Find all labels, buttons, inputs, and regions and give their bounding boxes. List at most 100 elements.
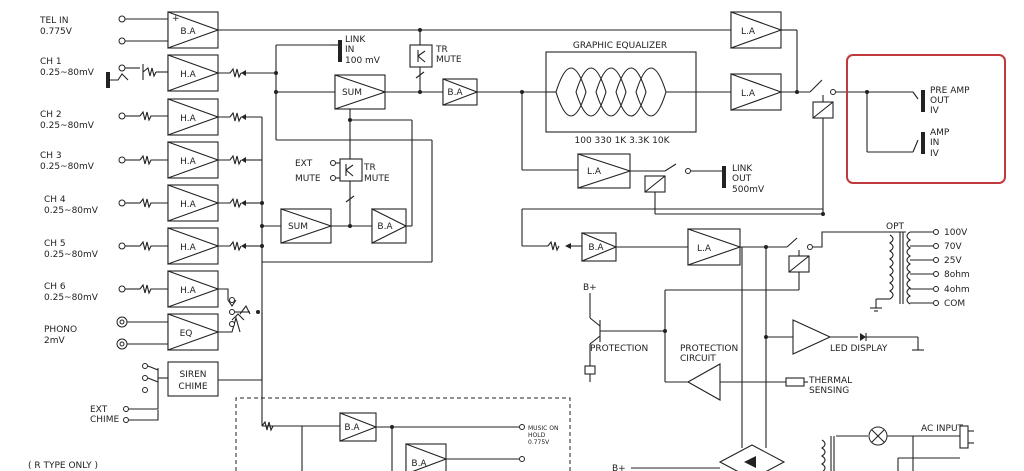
ch5-ha-label: H.A <box>180 243 196 253</box>
sum-lower-label: SUM <box>288 222 308 232</box>
ch1-terminal <box>118 64 126 72</box>
protection-fuse-icon <box>584 365 596 375</box>
output-100v: 100V <box>944 228 968 238</box>
link-out-label: LINK <box>732 164 753 174</box>
amp-in-sub: IN <box>930 138 939 148</box>
link-out-level: 500mV <box>732 185 765 195</box>
music-on-hold-label: MUSIC ON <box>528 425 558 432</box>
tel-in-terminal-a <box>118 15 126 23</box>
amp-in-label: AMP <box>930 128 950 138</box>
ch4-input <box>118 197 168 209</box>
ch1-level: 0.25~80mV <box>40 68 95 78</box>
ext-mute-label: EXT <box>295 159 313 169</box>
output-8ohm: 8ohm <box>944 270 970 280</box>
mains-transformer-coil <box>821 439 826 471</box>
music-on-hold-level: 0.775V <box>528 439 550 446</box>
ch6-ha-label: H.A <box>180 286 196 296</box>
tr-mute-upper-sub: MUTE <box>436 55 462 65</box>
ch2-level: 0.25~80mV <box>40 121 95 131</box>
phono-label: PHONO <box>44 325 77 335</box>
ba-moh-label: B.A <box>344 423 360 433</box>
chime-label: CHIME <box>178 382 207 392</box>
tel-in-terminal-b <box>118 37 126 45</box>
b-plus-label-lower: B+ <box>612 464 626 471</box>
link-in-jack-icon <box>338 40 342 62</box>
transistor-protection: B+ PROTECTION <box>583 283 665 382</box>
ch3-label: CH 3 <box>40 151 62 161</box>
ch3-level: 0.25~80mV <box>40 162 95 172</box>
link-out-sub: OUT <box>732 174 752 184</box>
music-on-hold-sub: HOLD <box>528 432 546 439</box>
siren-chime-block <box>167 361 219 397</box>
ch5-level: 0.25~80mV <box>44 250 99 260</box>
ext-mute: EXT MUTE TR MUTE <box>295 118 413 228</box>
led-display-label: LED DISPLAY <box>830 344 888 354</box>
r-type-section: B.A MUSIC ON HOLD 0.775V B.A <box>235 397 571 471</box>
tr-mute-lower-label: TR <box>363 163 376 173</box>
preamp-out-jack-icon <box>921 90 925 112</box>
protection-circuit-sub: CIRCUIT <box>680 354 716 364</box>
thermal-sensor-icon <box>785 377 805 387</box>
amp-in-level: IV <box>930 149 940 159</box>
protection-circuit-label: PROTECTION <box>680 344 738 354</box>
link-out-jack-icon <box>722 166 726 188</box>
protection-label: PROTECTION <box>590 344 648 354</box>
svg-text:+: + <box>172 14 180 24</box>
tel-in-label: TEL IN <box>39 16 68 26</box>
eq-filter-curves <box>546 67 696 117</box>
ext-chime-label-2: CHIME <box>90 415 119 425</box>
link-in-level: 100 mV <box>345 56 381 66</box>
preamp-out-level: IV <box>930 106 940 116</box>
preamp-out-sub: OUT <box>930 96 950 106</box>
thermal-sensing-sub: SENSING <box>809 386 849 396</box>
ba-moh2-label: B.A <box>411 459 427 469</box>
phono-eq-label: EQ <box>180 329 193 339</box>
eq-frequencies: 100 330 1K 3.3K 10K <box>575 136 671 146</box>
phono-level: 2mV <box>44 336 65 346</box>
output-70v: 70V <box>944 242 962 252</box>
mix-bus <box>218 29 520 426</box>
ch1-jack-icon <box>106 72 110 88</box>
siren-label: SIREN <box>179 370 206 380</box>
ch2-label: CH 2 <box>40 110 62 120</box>
tel-ba-label: B.A <box>180 27 196 37</box>
amp-in-jack-icon <box>921 132 925 154</box>
preamp-out-label: PRE AMP <box>930 86 970 96</box>
power-amp-chain: B.A L.A <box>521 208 906 448</box>
ac-input-label: AC INPUT <box>921 424 964 434</box>
tr-mute-upper-box <box>409 44 433 68</box>
ch5-input <box>118 240 168 252</box>
ch4-ha-label: H.A <box>180 200 196 210</box>
graphic-equalizer: GRAPHIC EQUALIZER 100 330 1K 3.3K 10K <box>545 41 697 146</box>
input-terminals <box>106 15 168 423</box>
r-type-only-label: ( R TYPE ONLY ) <box>28 461 98 471</box>
ch2-ha-label: H.A <box>180 114 196 124</box>
tr-mute-lower-box <box>339 158 363 182</box>
link-in-label: LINK <box>345 35 366 45</box>
preamp-relay <box>809 79 867 214</box>
tr-mute-upper: TR MUTE <box>409 44 462 92</box>
la-link-label: L.A <box>587 167 602 177</box>
ba-lower-label: B.A <box>377 222 393 232</box>
output-com: COM <box>944 299 965 309</box>
link-in-sub: IN <box>345 45 354 55</box>
ch6-level: 0.25~80mV <box>44 293 99 303</box>
output-4ohm: 4ohm <box>944 285 970 295</box>
power-supply: B+ AC INPUT <box>612 424 974 471</box>
ch1-ha-label: H.A <box>180 70 196 80</box>
input-labels: TEL IN 0.775V CH 1 0.25~80mV CH 2 0.25~8… <box>28 16 119 471</box>
ch6-input <box>118 283 168 295</box>
ch4-level: 0.25~80mV <box>44 206 99 216</box>
ch3-ha-label: H.A <box>180 157 196 167</box>
tel-in-level: 0.775V <box>40 27 73 37</box>
ch4-label: CH 4 <box>44 195 66 205</box>
ch2-input <box>118 110 168 122</box>
opt-secondary-coil <box>906 231 911 305</box>
ha-output-pots <box>218 67 263 381</box>
ext-chime-label-1: EXT <box>90 405 108 415</box>
sum-upper-label: SUM <box>342 88 362 98</box>
la-power-label: L.A <box>697 244 712 254</box>
ch6-label: CH 6 <box>44 282 66 292</box>
link-in: LINK IN 100 mV <box>330 35 381 66</box>
ext-mute-sub: MUTE <box>295 174 321 184</box>
